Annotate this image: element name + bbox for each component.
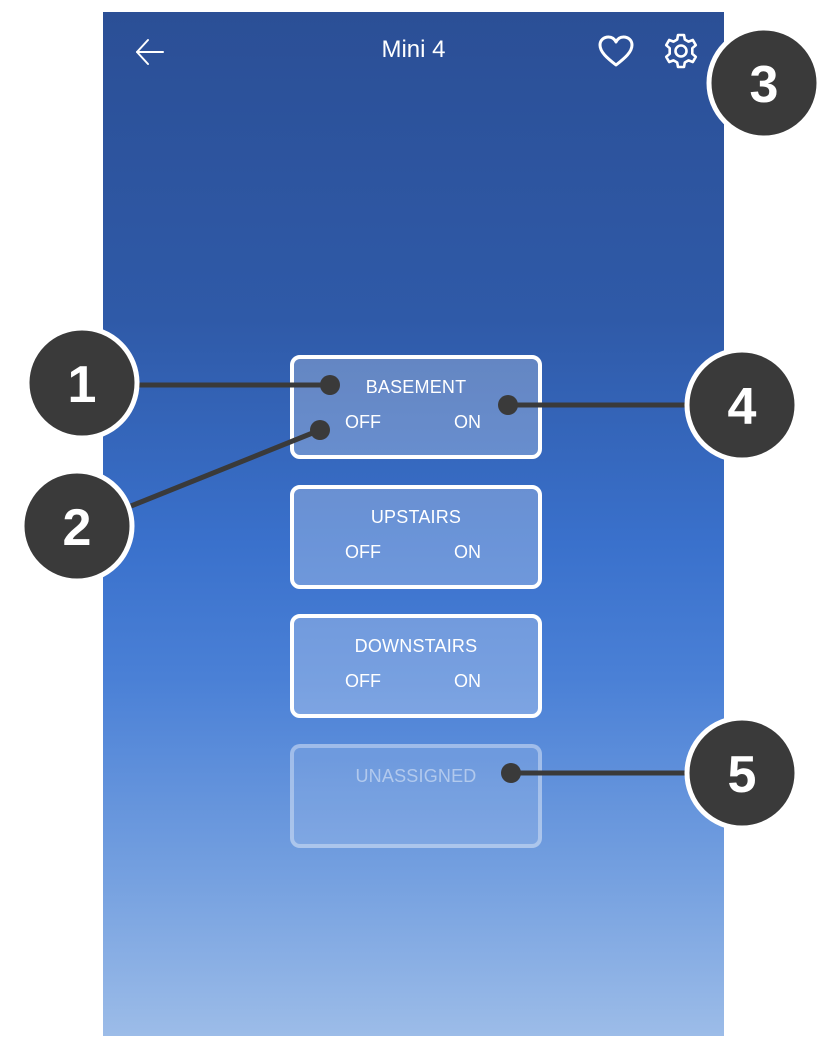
zone-off-button[interactable]: OFF — [345, 542, 381, 562]
zone-on-button[interactable]: ON — [454, 412, 481, 432]
heart-icon — [598, 35, 634, 67]
zone-card-basement: BASEMENT OFF ON — [290, 355, 542, 459]
callout-number: 2 — [63, 499, 92, 557]
settings-button[interactable] — [662, 32, 700, 70]
zone-on-button[interactable]: ON — [454, 542, 481, 562]
zone-name: BASEMENT — [365, 377, 467, 397]
zone-card-upstairs: UPSTAIRS OFF ON — [290, 485, 542, 589]
zone-off-button[interactable]: OFF — [345, 412, 381, 432]
callout-number: 3 — [750, 56, 779, 114]
zone-card-unassigned[interactable]: UNASSIGNED — [290, 744, 542, 848]
callout-number: 5 — [728, 746, 757, 804]
zone-card-downstairs: DOWNSTAIRS OFF ON — [290, 614, 542, 718]
zone-off-button[interactable]: OFF — [345, 671, 381, 691]
zone-on-button[interactable]: ON — [454, 671, 481, 691]
back-button[interactable] — [131, 34, 167, 70]
page-title: Mini 4 — [381, 36, 446, 63]
callout-number: 4 — [728, 378, 757, 436]
zone-name: UNASSIGNED — [355, 766, 477, 786]
callout-badge-3: 3 — [706, 25, 822, 141]
callout-number: 1 — [68, 356, 97, 414]
zone-name: DOWNSTAIRS — [354, 636, 478, 656]
arrow-left-icon — [136, 39, 164, 65]
gear-icon — [664, 33, 698, 69]
top-bar: Mini 4 — [103, 12, 724, 88]
zone-name: UPSTAIRS — [370, 507, 462, 527]
mini-4-screen: Mini 4 BASEMENT OFF ON UPSTAI — [103, 12, 724, 1036]
favorite-button[interactable] — [597, 34, 635, 68]
